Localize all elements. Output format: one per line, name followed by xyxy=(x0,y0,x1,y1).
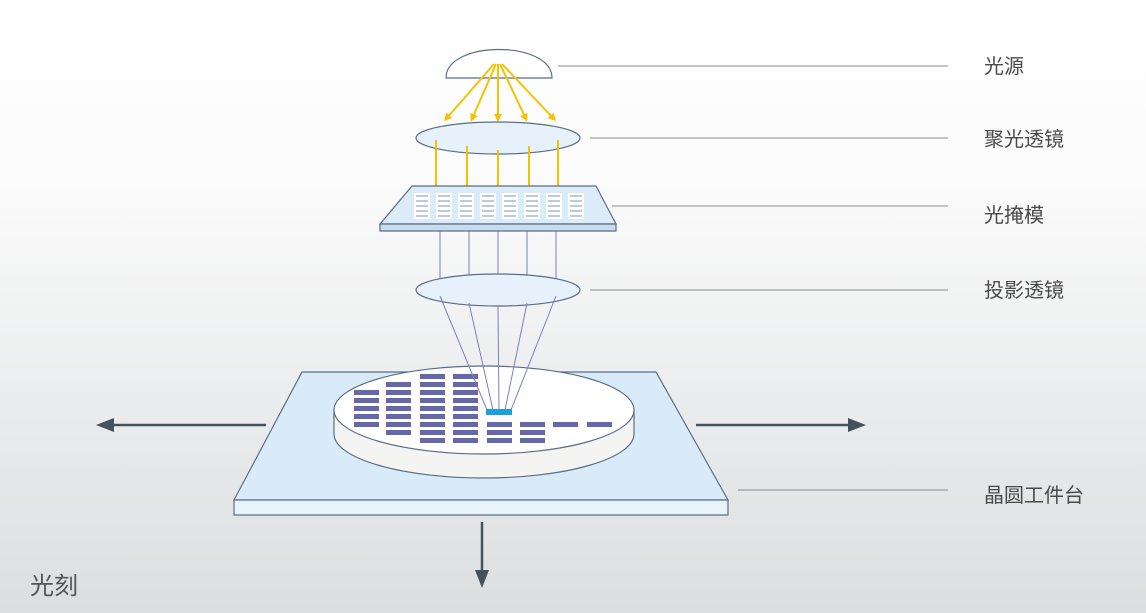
wafer-die xyxy=(386,430,411,435)
wafer-die xyxy=(354,406,379,411)
diagram-caption: 光刻 xyxy=(30,572,78,600)
source-ray xyxy=(499,63,528,122)
wafer-die xyxy=(520,438,545,443)
wafer-die xyxy=(420,374,445,379)
wafer-die xyxy=(520,430,545,435)
wafer-die xyxy=(453,414,478,419)
wafer-die xyxy=(420,414,445,419)
source-ray xyxy=(444,63,495,122)
lens-projection-lines xyxy=(439,295,557,411)
wafer-die xyxy=(487,430,512,435)
wafer-die xyxy=(587,422,612,427)
wafer-die xyxy=(420,406,445,411)
wafer-die xyxy=(354,390,379,395)
wafer-die xyxy=(386,390,411,395)
wafer-stage-side xyxy=(233,499,729,516)
source-rays xyxy=(444,63,557,122)
source-ray xyxy=(501,63,557,122)
projection-lens-shape xyxy=(415,273,581,307)
exposed-die xyxy=(486,409,512,415)
move-down-arrowhead xyxy=(475,570,489,588)
wafer-die xyxy=(453,422,478,427)
wafer-die xyxy=(386,422,411,427)
wafer-die xyxy=(420,422,445,427)
wafer-die xyxy=(386,382,411,387)
label-projection-lens: 投影透镜 xyxy=(984,278,1064,302)
photomask-shape xyxy=(378,185,617,232)
wafer-die xyxy=(420,438,445,443)
projection-line xyxy=(504,302,528,411)
wafer-die xyxy=(453,430,478,435)
label-condenser-lens: 聚光透镜 xyxy=(984,127,1064,151)
label-light-source: 光源 xyxy=(984,54,1024,78)
wafer-die xyxy=(386,398,411,403)
wafer-die xyxy=(354,414,379,419)
label-wafer-stage: 晶圆工件台 xyxy=(984,483,1084,507)
stage-movement-arrows xyxy=(96,418,866,588)
projection-line xyxy=(468,302,494,411)
wafer-die xyxy=(453,390,478,395)
projection-line xyxy=(439,295,488,411)
wafer-die xyxy=(553,422,578,427)
wafer-die xyxy=(420,390,445,395)
source-ray xyxy=(470,63,497,122)
photomask-side xyxy=(379,223,617,232)
wafer-die xyxy=(354,422,379,427)
wafer-die xyxy=(520,422,545,427)
wafer-die xyxy=(354,398,379,403)
wafer-die xyxy=(453,406,478,411)
wafer-shape xyxy=(333,365,635,479)
wafer-die xyxy=(386,406,411,411)
label-photomask: 光掩模 xyxy=(984,203,1044,227)
wafer-die xyxy=(420,398,445,403)
projection-line xyxy=(497,305,500,411)
wafer-die xyxy=(487,438,512,443)
light-source-dome xyxy=(445,48,553,79)
projection-line xyxy=(510,295,557,411)
condenser-lens-shape xyxy=(415,121,581,155)
wafer-die xyxy=(420,430,445,435)
wafer-die xyxy=(453,382,478,387)
wafer-die xyxy=(453,438,478,443)
wafer-die xyxy=(386,414,411,419)
wafer-die xyxy=(453,374,478,379)
wafer-die xyxy=(420,382,445,387)
wafer-dies xyxy=(354,374,612,443)
mask-pattern xyxy=(414,193,584,219)
move-right-arrowhead xyxy=(848,418,866,432)
move-left-arrowhead xyxy=(96,418,114,432)
wafer-die xyxy=(453,398,478,403)
wafer-die xyxy=(487,422,512,427)
leader-lines xyxy=(558,65,948,491)
